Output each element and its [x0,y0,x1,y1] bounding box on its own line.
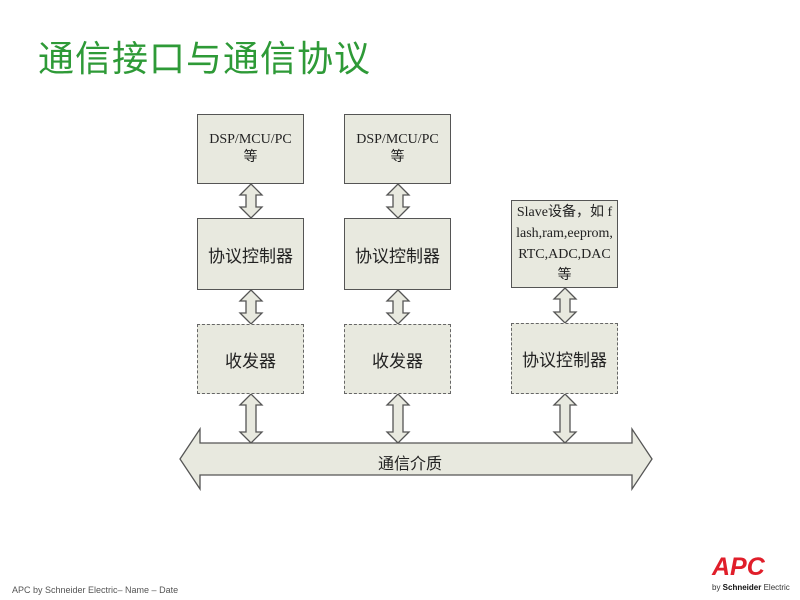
double-arrow-col2-bus [385,393,411,444]
double-arrow-col3-top [552,287,578,324]
transceiver-box-1: 收发器 [197,324,304,394]
host-device-box-1: DSP/MCU/PC 等 [197,114,304,184]
slide-title: 通信接口与通信协议 [38,39,372,80]
protocol-controller-box-1: 协议控制器 [197,218,304,290]
double-arrow-col2-top [385,183,411,219]
logo-tagline-prefix: by [712,583,723,592]
logo-tagline-suffix: Electric [761,583,790,592]
apc-logo-wordmark: APC [712,553,765,581]
bus-double-arrow [179,426,653,492]
host-device-box-2: DSP/MCU/PC 等 [344,114,451,184]
logo-tagline-brand: Schneider [722,583,762,592]
slave-device-box: Slave设备，如 flash,ram,eeprom,RTC,ADC,DAC等 [511,200,618,288]
double-arrow-col1-mid [238,289,264,325]
double-arrow-col1-bus [238,393,264,444]
communication-medium-label: 通信介质 [377,454,442,473]
protocol-controller-box-3: 协议控制器 [511,323,618,394]
double-arrow-col3-bus [552,393,578,444]
protocol-controller-box-2: 协议控制器 [344,218,451,290]
double-arrow-col2-mid [385,289,411,325]
double-arrow-col1-top [238,183,264,219]
transceiver-box-2: 收发器 [344,324,451,394]
apc-logo-tagline: by Schneider Electric [712,583,790,592]
footer-text: APC by Schneider Electric– Name – Date [12,585,179,595]
